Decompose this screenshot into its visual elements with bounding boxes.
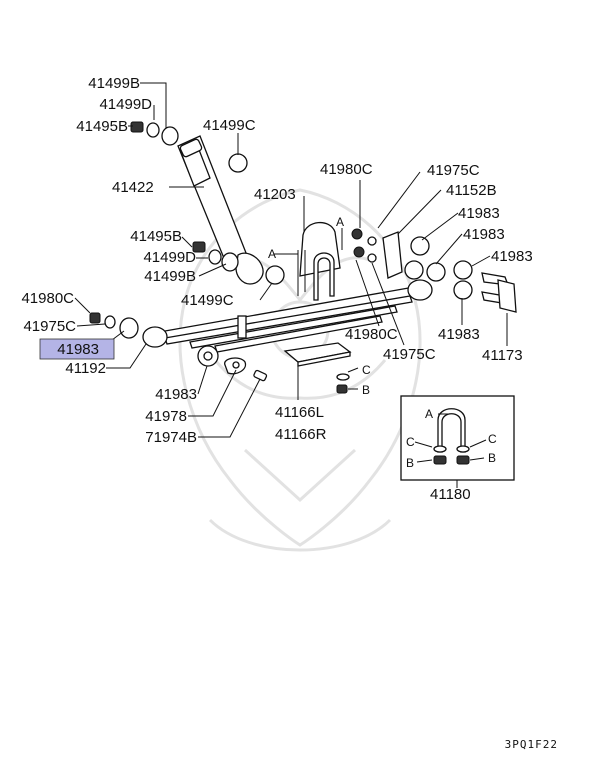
callout-41499B-mid[interactable]: 41499B bbox=[144, 268, 196, 285]
callout-41166L[interactable]: 41166L bbox=[275, 404, 324, 421]
callout-41980C-left[interactable]: 41980C bbox=[21, 290, 74, 307]
callout-41983-selected[interactable]: 41983 bbox=[57, 341, 99, 358]
callout-41499D-top[interactable]: 41499D bbox=[99, 96, 152, 113]
leaf-spring-41192[interactable] bbox=[142, 279, 433, 353]
callout-41166R[interactable]: 41166R bbox=[275, 426, 327, 443]
callout-71974B[interactable]: 71974B bbox=[145, 429, 197, 446]
selected-part-highlight bbox=[39, 338, 115, 360]
figure-code: 3PQ1F22 bbox=[505, 738, 558, 751]
callout-41203[interactable]: 41203 bbox=[254, 186, 296, 203]
marker-b-box-right: B bbox=[488, 451, 496, 465]
callout-41173[interactable]: 41173 bbox=[482, 347, 523, 364]
callout-41975C-left[interactable]: 41975C bbox=[23, 318, 76, 335]
callout-41499D-mid[interactable]: 41499D bbox=[143, 249, 196, 266]
shackle-41173[interactable] bbox=[453, 260, 517, 313]
shock-absorber-41422[interactable] bbox=[177, 135, 264, 285]
marker-a-1: A bbox=[268, 247, 276, 261]
callout-41975C-top[interactable]: 41975C bbox=[427, 162, 480, 179]
callout-41983-r2[interactable]: 41983 bbox=[463, 226, 505, 243]
callout-labels[interactable]: 41499B 41499D 41495B 41499C 41422 41203 … bbox=[21, 75, 532, 503]
callout-41192[interactable]: 41192 bbox=[65, 360, 106, 377]
callout-41983-r4[interactable]: 41983 bbox=[438, 326, 480, 343]
marker-c-box-left: C bbox=[406, 435, 415, 449]
callout-41499C-top[interactable]: 41499C bbox=[203, 117, 256, 134]
shock-bottom-hardware[interactable] bbox=[192, 241, 285, 285]
callout-41495B-top[interactable]: 41495B bbox=[76, 118, 128, 135]
callout-41180[interactable]: 41180 bbox=[430, 486, 471, 503]
marker-a-box: A bbox=[425, 407, 433, 421]
letter-markers: A A C B A C C B B bbox=[268, 215, 497, 470]
ubolt-kit-box-41180[interactable] bbox=[400, 395, 515, 481]
rear-shackle-hardware[interactable] bbox=[351, 228, 446, 282]
marker-a-2: A bbox=[336, 215, 344, 229]
spring-pad-41166[interactable] bbox=[283, 342, 352, 394]
shock-top-hardware[interactable] bbox=[130, 121, 248, 173]
front-eye-hardware[interactable] bbox=[89, 312, 139, 339]
callout-41495B-mid[interactable]: 41495B bbox=[130, 228, 182, 245]
callout-41499C-mid[interactable]: 41499C bbox=[181, 292, 234, 309]
marker-c-box-right: C bbox=[488, 432, 497, 446]
bolt-71974B[interactable] bbox=[253, 369, 268, 382]
marker-b-main: B bbox=[362, 383, 370, 397]
marker-c-main: C bbox=[362, 363, 371, 377]
callout-41978[interactable]: 41978 bbox=[145, 408, 187, 425]
callout-41499B-top[interactable]: 41499B bbox=[88, 75, 140, 92]
callout-41975C-center[interactable]: 41975C bbox=[383, 346, 436, 363]
spring-seat-41203[interactable] bbox=[297, 221, 341, 301]
bushing-41983-bottom[interactable] bbox=[197, 345, 219, 367]
callout-41980C-top[interactable]: 41980C bbox=[320, 161, 373, 178]
callout-41983-r1[interactable]: 41983 bbox=[458, 205, 500, 222]
callout-41422[interactable]: 41422 bbox=[112, 179, 154, 196]
callout-41983-bottom[interactable]: 41983 bbox=[155, 386, 197, 403]
callout-41152B[interactable]: 41152B bbox=[446, 182, 497, 199]
callout-41983-r3[interactable]: 41983 bbox=[491, 248, 533, 265]
plate-41978[interactable] bbox=[224, 357, 247, 375]
marker-b-box-left: B bbox=[406, 456, 414, 470]
callout-41980C-center[interactable]: 41980C bbox=[345, 326, 398, 343]
